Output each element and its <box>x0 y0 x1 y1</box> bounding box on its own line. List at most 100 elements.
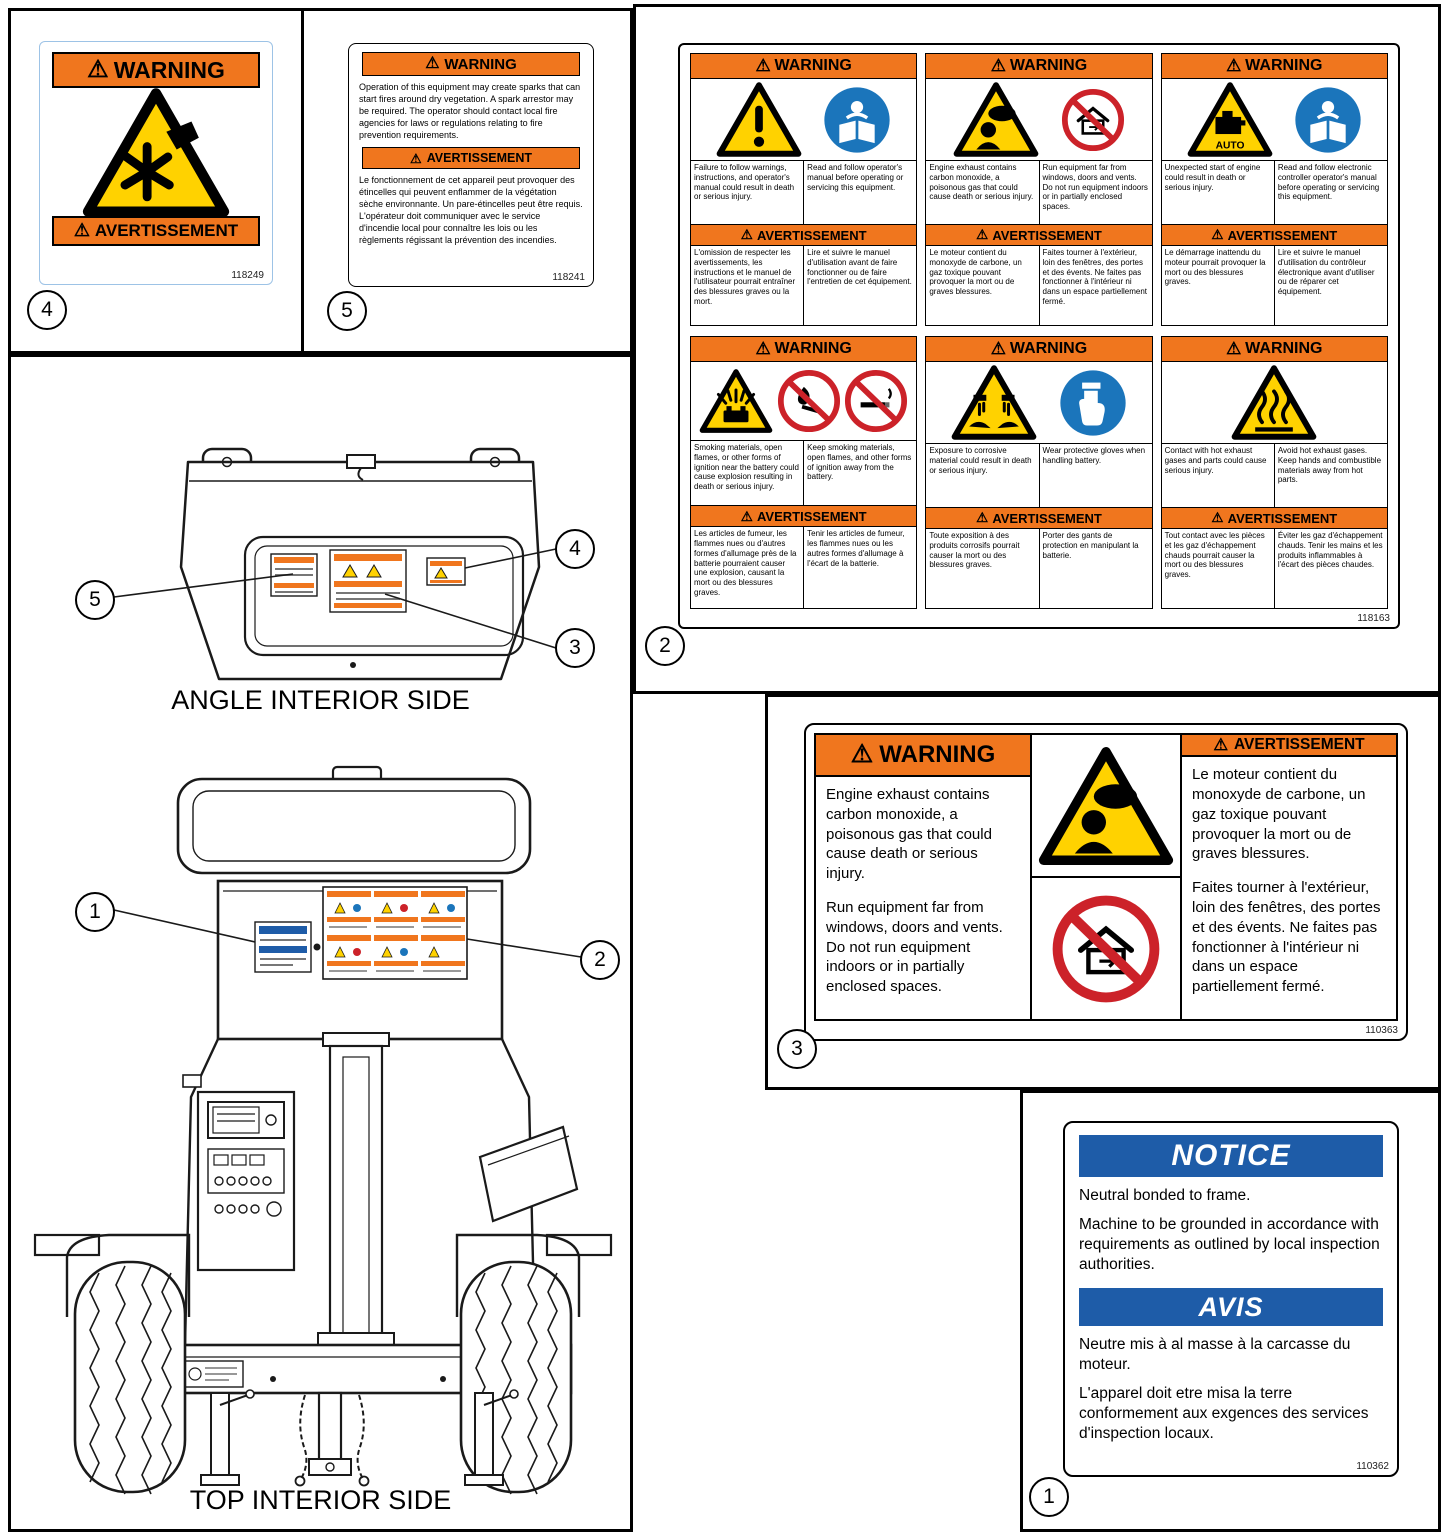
hazard-text-fr: Le démarrage inattendu du moteur pourrai… <box>1164 248 1266 287</box>
pictogram-column <box>1030 735 1182 1019</box>
callout-1: 1 <box>1029 1477 1069 1517</box>
warning-title: WARNING <box>113 56 225 83</box>
panel-label-3: ⚠ WARNING Engine exhaust contains carbon… <box>765 694 1441 1090</box>
body-side-left <box>183 1038 220 1346</box>
warning-triangle-glyph-icon: ⚠ <box>73 220 90 241</box>
warning-triangle-glyph-icon: ⚠ <box>740 508 753 524</box>
warning-triangle-glyph-icon: ⚠ <box>990 55 1006 75</box>
pictogram-row <box>691 79 916 160</box>
avoidance-text-fr: Éviter les gaz d'échappement chauds. Ten… <box>1273 529 1387 608</box>
read-manual-icon <box>1294 86 1362 154</box>
warning-triangle-glyph-icon: ⚠ <box>740 227 753 243</box>
multi-warning-label: ⚠ WARNING Failure to follow warnings, in… <box>678 43 1400 629</box>
avertissement-header: ⚠ AVERTISSEMENT <box>691 505 917 528</box>
part-number: 118249 <box>231 270 264 281</box>
lid <box>176 765 532 875</box>
no-indoor-use-prohibition-icon <box>1051 894 1161 1004</box>
auto-start-engine-triangle-icon: AUTO <box>1187 81 1273 158</box>
protective-gloves-icon <box>1059 369 1127 437</box>
part-number: 110363 <box>1365 1025 1398 1036</box>
warning-header: ⚠ WARNING <box>926 337 1152 362</box>
warning-triangle-glyph-icon: ⚠ <box>1226 55 1242 75</box>
alert-triangle-icon <box>716 81 802 158</box>
warning-title: WARNING <box>444 55 517 73</box>
hazard-text-en: Smoking materials, open flames, or other… <box>694 443 799 491</box>
warning-block-autostart: ⚠ WARNING AUTO Unexpected start of engin… <box>1160 53 1388 326</box>
body-side-right <box>500 1038 537 1346</box>
avoidance-text-fr: Faites tourner à l'extérieur, loin des f… <box>1038 246 1152 325</box>
inner-recess <box>243 535 525 657</box>
hazard-text-en: Engine exhaust contains carbon monoxide,… <box>929 163 1034 202</box>
avertissement-title: AVERTISSEMENT <box>757 227 867 243</box>
warning-triangle-glyph-icon: ⚠ <box>87 55 109 83</box>
warning-triangle-glyph-icon: ⚠ <box>425 55 440 73</box>
warning-block-hot-surface: ⚠ WARNING Contact with hot exhaust gases… <box>1160 336 1388 609</box>
warning-header: ⚠ WARNING <box>816 735 1030 777</box>
avoidance-text-en: Read and follow electronic controller op… <box>1273 161 1387 225</box>
exhaust-fumes-triangle-icon <box>953 81 1039 158</box>
exhaust-warning-label: ⚠ WARNING Engine exhaust contains carbon… <box>804 723 1408 1041</box>
avertissement-title: AVERTISSEMENT <box>992 227 1102 243</box>
notice-text-en-1: Neutral bonded to frame. <box>1079 1187 1251 1204</box>
warning-triangle-glyph-icon: ⚠ <box>976 227 989 243</box>
warning-triangle-glyph-icon: ⚠ <box>409 150 422 166</box>
leader-lines <box>113 548 557 649</box>
notice-text-en-2: Machine to be grounded in accordance wit… <box>1079 1216 1380 1274</box>
notice-text-fr-2: L'apparel doit etre misa la terre confor… <box>1079 1384 1369 1443</box>
warning-block-exhaust: ⚠ WARNING Engine exhaust contains carbon… <box>925 53 1153 326</box>
top-interior-caption: TOP INTERIOR SIDE <box>189 1485 452 1515</box>
avertissement-title: AVERTISSEMENT <box>1227 510 1338 526</box>
part-number: 118163 <box>1357 613 1390 624</box>
hot-surface-triangle-icon <box>1231 364 1317 441</box>
callout-2: 2 <box>645 626 685 666</box>
hazard-text-fr: Toute exposition à des produits corrosif… <box>929 531 1020 570</box>
warning-triangle-glyph-icon: ⚠ <box>755 338 771 358</box>
callout-2-drawing: 2 <box>580 940 620 980</box>
panel-label-5: ⚠ WARNING Operation of this equipment ma… <box>301 8 633 354</box>
serial-plate <box>184 1360 244 1388</box>
callout-4-drawing: 4 <box>555 529 595 569</box>
battery-explosion-triangle-icon <box>699 368 773 434</box>
warning-block-manual: ⚠ WARNING Failure to follow warnings, in… <box>690 53 918 326</box>
warning-header: ⚠ WARNING <box>1161 337 1387 362</box>
angle-interior-caption: ANGLE INTERIOR SIDE <box>171 685 470 715</box>
panel-label-1: NOTICE Neutral bonded to frame. Machine … <box>1020 1090 1441 1532</box>
warning-title: WARNING <box>1009 57 1088 74</box>
no-open-flame-prohibition-icon <box>777 369 841 433</box>
avertissement-title: AVERTISSEMENT <box>757 508 867 524</box>
stabilizer-jacks <box>200 1392 504 1486</box>
warning-triangle-glyph-icon: ⚠ <box>850 740 874 769</box>
part-number: 110362 <box>1356 1461 1389 1472</box>
avertissement-title: AVERTISSEMENT <box>94 221 239 240</box>
avoidance-text-en: Read and follow operator's manual before… <box>803 161 916 225</box>
hazard-text-fr: Les articles de fumeur, les flammes nues… <box>694 529 797 597</box>
warning-triangle-glyph-icon: ⚠ <box>755 55 771 75</box>
panel-drawings: 5 4 3 ANGLE INTERIOR SIDE <box>8 354 633 1532</box>
avoidance-text-fr: Porter des gants de protection en manipu… <box>1038 529 1152 608</box>
avoidance-text-fr: Tenir les articles de fumeur, les flamme… <box>803 527 916 608</box>
callout-4: 4 <box>27 290 67 330</box>
no-smoking-prohibition-icon <box>844 369 908 433</box>
read-manual-icon <box>823 86 891 154</box>
avoidance-text-en: Run equipment far from windows, doors an… <box>1038 161 1152 225</box>
warning-block-corrosive: ⚠ WARNING Exposure to corrosive material… <box>925 336 1153 609</box>
hazard-text-en: Failure to follow warnings, instructions… <box>694 163 795 202</box>
avertissement-header: ⚠ AVERTISSEMENT <box>362 147 580 170</box>
decal-fan-on-door <box>426 557 466 586</box>
notice-header: NOTICE <box>1079 1135 1383 1177</box>
warning-triangle-glyph-icon: ⚠ <box>1213 735 1228 754</box>
discharge-chute <box>478 1125 579 1223</box>
avertissement-title: AVERTISSEMENT <box>992 510 1102 526</box>
warning-block-battery-explosion: ⚠ WARNING Smoking materials, open flames… <box>690 336 918 609</box>
warning-title: WARNING <box>774 340 852 357</box>
fan-entanglement-triangle-icon <box>82 86 230 219</box>
warning-title: WARNING <box>879 741 996 768</box>
warning-title: WARNING <box>774 57 852 74</box>
top-interior-drawing <box>33 765 613 1495</box>
part-number: 118241 <box>552 272 585 283</box>
warning-triangle-glyph-icon: ⚠ <box>1211 510 1224 526</box>
callout-3: 3 <box>777 1029 817 1069</box>
hazard-text-fr: Le moteur contient du monoxyde de carbon… <box>929 248 1022 297</box>
warning-header: ⚠ WARNING <box>362 52 580 76</box>
